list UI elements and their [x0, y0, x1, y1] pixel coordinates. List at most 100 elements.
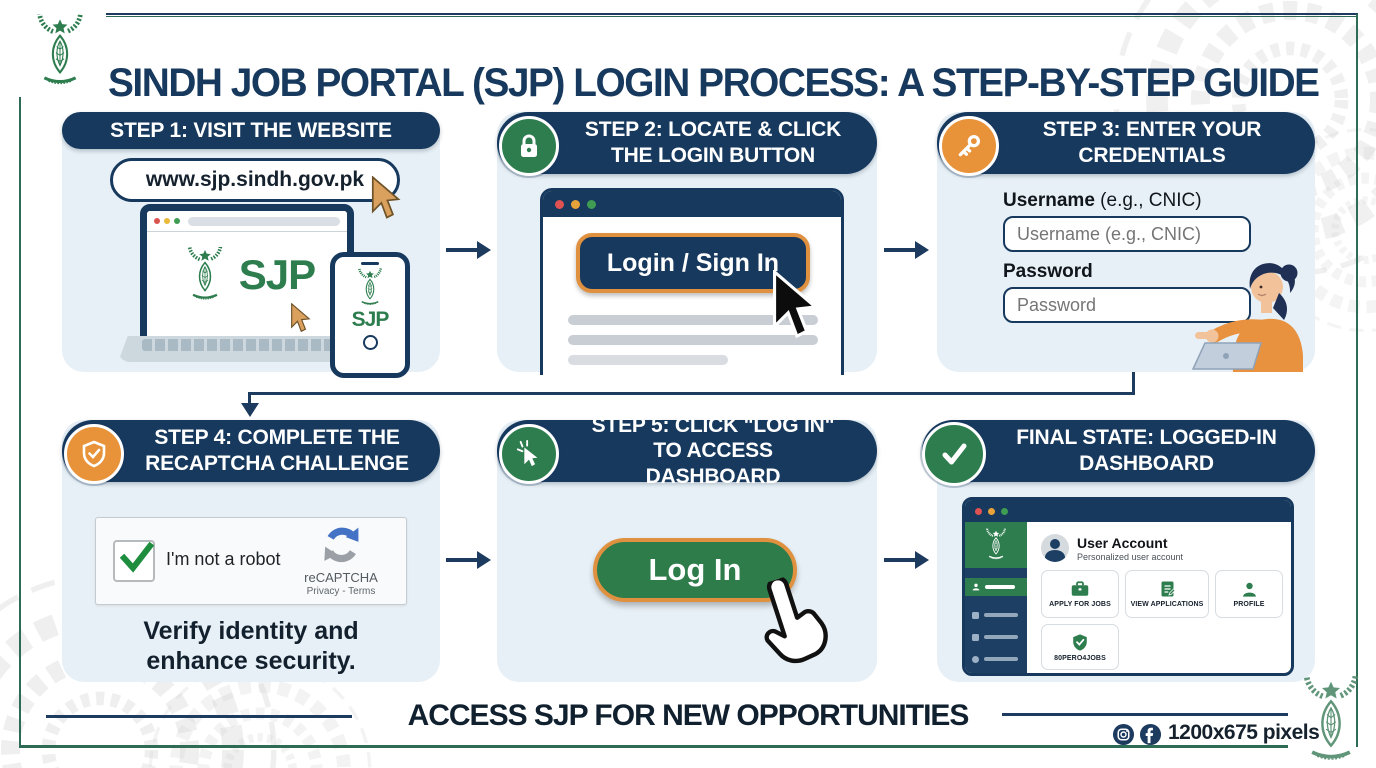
dashboard-sidebar	[965, 522, 1027, 673]
frame-right-line	[1356, 14, 1358, 747]
phone-speaker	[361, 262, 379, 265]
final-title: FINAL STATE: LOGGED-IN DASHBOARD	[1016, 426, 1277, 475]
password-label: Password	[1003, 261, 1093, 282]
key-icon	[939, 116, 999, 176]
password-field[interactable]	[1003, 287, 1251, 323]
laptop-screen: SJP	[140, 204, 354, 350]
sidebar-item[interactable]	[965, 606, 1027, 624]
card-profile[interactable]: PROFILE	[1215, 570, 1283, 618]
log-in-button[interactable]: Log In	[593, 538, 797, 602]
facebook-icon[interactable]	[1139, 723, 1162, 746]
recaptcha-logo-icon	[322, 526, 360, 564]
black-cursor-icon	[772, 270, 817, 338]
orange-dot	[988, 507, 995, 515]
phone-home-button	[362, 335, 378, 350]
person-icon	[1242, 582, 1256, 597]
card-apply-for-jobs[interactable]: APPLY FOR JOBS	[1041, 570, 1119, 618]
green-dot	[1001, 507, 1008, 515]
laptop-url-bar	[188, 216, 340, 226]
footer-divider-right	[1002, 713, 1288, 716]
shield-check-icon	[64, 424, 124, 484]
step4-header-pill: STEP 4: COMPLETE THE RECAPTCHA CHALLENGE	[62, 420, 440, 484]
user-avatar	[1041, 534, 1069, 562]
green-dot	[587, 199, 596, 209]
padlock-icon	[499, 116, 559, 176]
briefcase-icon	[1071, 581, 1089, 596]
tan-cursor-small-icon	[291, 303, 310, 332]
step3-header-pill: STEP 3: ENTER YOUR CREDENTIALS	[937, 112, 1315, 176]
connector-down-stem	[248, 392, 251, 404]
account-subtitle: Personalized user account	[1077, 552, 1184, 562]
username-field[interactable]	[1003, 216, 1251, 252]
final-header-pill: FINAL STATE: LOGGED-IN DASHBOARD	[922, 420, 1315, 486]
arrow-step5-to-final	[884, 551, 929, 569]
red-dot	[975, 507, 982, 515]
connector-stub	[1132, 372, 1135, 394]
sidebar-item-active[interactable]	[965, 578, 1027, 596]
phone-mockup: SJP	[330, 252, 410, 378]
recaptcha-widget: I'm not a robot reCAPTCHA Privacy - Term…	[95, 517, 407, 605]
step2-title: STEP 2: LOCATE & CLICK THE LOGIN BUTTON	[584, 118, 842, 167]
frame-top-line	[106, 13, 1358, 15]
login-signin-button[interactable]: Login / Sign In	[576, 233, 810, 293]
step2-browser-window: Login / Sign In	[540, 188, 844, 375]
placeholder-line	[568, 335, 818, 345]
sindh-emblem-corner	[1290, 676, 1372, 766]
step5-header-pill: STEP 5: CLICK "LOG IN" TO ACCESS DASHBOA…	[497, 414, 877, 488]
step1-title: STEP 1: VISIT THE WEBSITE	[110, 118, 392, 142]
person-icon	[972, 583, 980, 591]
arrow-step1-to-step2	[446, 241, 491, 259]
step5-title: STEP 5: CLICK "LOG IN" TO ACCESS DASHBOA…	[591, 413, 835, 488]
laptop-base	[118, 336, 362, 362]
connector-horizontal	[248, 392, 1135, 395]
recaptcha-brand: reCAPTCHA	[304, 570, 378, 585]
step3-title: STEP 3: ENTER YOUR CREDENTIALS	[1042, 118, 1262, 167]
sjp-site-logo-text: SJP	[238, 251, 316, 298]
grid-icon	[972, 611, 979, 619]
sidebar-item[interactable]	[965, 628, 1027, 646]
red-dot	[555, 199, 564, 209]
sindh-emblem-white	[985, 528, 1007, 561]
instagram-icon[interactable]	[1112, 723, 1135, 746]
tan-cursor-icon	[371, 176, 400, 219]
step1-header-pill: STEP 1: VISIT THE WEBSITE	[62, 112, 440, 149]
step4-caption: Verify identity and enhance security.	[143, 617, 359, 675]
website-url-pill[interactable]: www.sjp.sindh.gov.pk	[110, 158, 400, 202]
arrow-step4-to-step5	[446, 551, 491, 569]
step2-panel: STEP 2: LOCATE & CLICK THE LOGIN BUTTON …	[497, 112, 877, 375]
shield-check-icon	[1073, 633, 1087, 651]
frame-top-line-green	[106, 15, 1358, 17]
applications-icon	[1161, 581, 1176, 597]
green-check-icon	[119, 542, 154, 573]
arrow-step2-to-step3	[884, 241, 929, 259]
step4-panel: STEP 4: COMPLETE THE RECAPTCHA CHALLENGE…	[62, 420, 440, 682]
connector-down-arrowhead	[240, 403, 259, 417]
laptop-keyboard	[142, 339, 338, 351]
green-dot	[174, 218, 180, 224]
yellow-dot	[164, 218, 170, 224]
image-size-label: 1200x675 pixels	[1168, 721, 1320, 744]
sjp-site-emblem	[187, 247, 223, 301]
recaptcha-privacy-terms[interactable]: Privacy - Terms	[306, 586, 376, 597]
footer-divider-left	[46, 715, 352, 718]
username-label: Username (e.g., CNIC)	[1003, 190, 1202, 211]
card-view-applications[interactable]: VIEW APPLICATIONS	[1125, 570, 1209, 618]
step4-title: STEP 4: COMPLETE THE RECAPTCHA CHALLENGE	[145, 426, 409, 475]
placeholder-line	[568, 315, 818, 325]
step2-header-pill: STEP 2: LOCATE & CLICK THE LOGIN BUTTON	[497, 112, 877, 176]
sjp-phone-emblem	[357, 268, 383, 306]
sidebar-item[interactable]	[965, 650, 1027, 668]
sidebar-logo-block	[965, 522, 1027, 568]
website-url: www.sjp.sindh.gov.pk	[145, 168, 365, 191]
recaptcha-label: I'm not a robot	[166, 549, 281, 569]
card-support-jobs[interactable]: 80PERO4JOBS	[1041, 624, 1119, 670]
gear-icon	[972, 655, 979, 663]
sjp-phone-logo-text: SJP	[351, 308, 390, 331]
recaptcha-checkbox[interactable]	[113, 540, 155, 582]
page-title: SINDH JOB PORTAL (SJP) LOGIN PROCESS: A …	[108, 60, 1320, 105]
click-cursor-icon	[499, 424, 559, 484]
dashboard-mockup: User Account Personalized user account A…	[962, 497, 1294, 676]
red-dot	[154, 218, 160, 224]
orange-dot	[571, 199, 580, 209]
